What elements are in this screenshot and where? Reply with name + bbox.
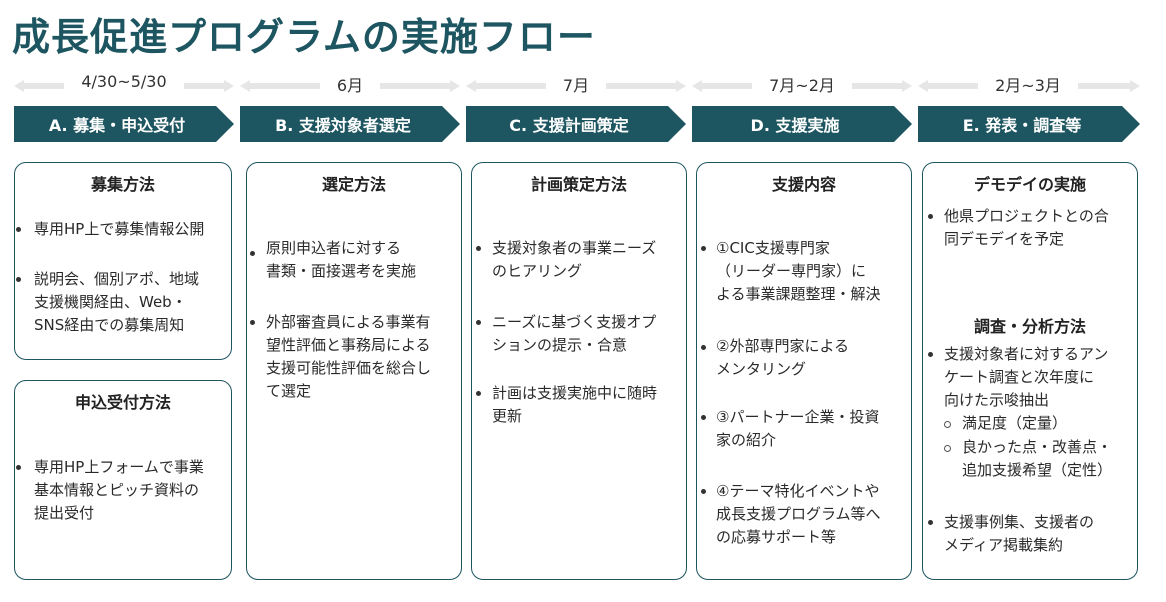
sub-list-item: 良かった点・改善点・ 追加支援希望（定性）: [962, 438, 1113, 479]
list-item: 専用HP上で募集情報公開: [34, 220, 205, 238]
bullet-icon: [701, 489, 706, 494]
list-item: 外部審査員による事業有 望性評価と事務局による 支援可能性評価を総合し て選定: [266, 313, 432, 400]
card-selection-method: 選定方法: [246, 162, 462, 580]
card-title: 支援内容: [771, 175, 836, 194]
bullet-icon: [928, 352, 933, 357]
step-d: D. 支援実施: [692, 106, 912, 142]
step-b: B. 支援対象者選定: [240, 106, 460, 142]
step-a: A. 募集・申込受付: [14, 106, 234, 142]
period-d: 7月~2月: [752, 72, 852, 96]
list-item: ④テーマ特化イベントや 成長支援プログラム等へ の応募サポート等: [716, 482, 881, 546]
list-item: 支援対象者の事業ニーズ のヒアリング: [492, 239, 657, 280]
list-item: ①CIC支援専門家 （リーダー専門家）に よる事業課題整理・解決: [716, 239, 881, 303]
sub-bullet-icon: [944, 421, 951, 428]
list-item: ②外部専門家による メンタリング: [716, 337, 849, 378]
bullet-icon: [476, 246, 481, 251]
card-plan-method: 計画策定方法: [471, 162, 687, 580]
step-e: E. 発表・調査等: [918, 106, 1140, 142]
bullet-icon: [701, 415, 706, 420]
bullet-icon: [16, 227, 21, 232]
step-c: C. 支援計画策定: [466, 106, 686, 142]
list-item: 他県プロジェクトとの合 同デモデイを予定: [944, 207, 1109, 248]
bullet-icon: [16, 277, 21, 282]
card-title: デモデイの実施: [973, 175, 1086, 194]
card-title: 申込受付方法: [74, 393, 171, 412]
list-item: 支援対象者に対するアン ケート調査と次年度に 向けた示唆抽出: [944, 345, 1109, 409]
page-title: 成長促進プログラムの実施フロー: [12, 15, 596, 59]
list-item: 専用HP上フォームで事業 基本情報とピッチ資料の 提出受付: [34, 458, 204, 522]
period-b: 6月: [320, 72, 380, 96]
list-item: ③パートナー企業・投資 家の紹介: [716, 408, 880, 449]
card-application-method: 申込受付方法: [14, 380, 232, 580]
period-a: 4/30~5/30: [64, 72, 184, 91]
card-title: 選定方法: [321, 175, 386, 194]
sub-bullet-icon: [944, 445, 951, 452]
list-item: 計画は支援実施中に随時 更新: [492, 384, 658, 425]
card-recruitment-method: 募集方法: [14, 162, 232, 360]
card-title: 募集方法: [90, 175, 155, 194]
bullet-icon: [476, 391, 481, 396]
card-subtitle: 調査・分析方法: [973, 317, 1086, 336]
bullet-icon: [928, 214, 933, 219]
card-presentation-survey: デモデイの実施 調査・分析方法: [922, 162, 1138, 580]
bullet-icon: [476, 320, 481, 325]
bullet-icon: [250, 251, 255, 256]
list-item: ニーズに基づく支援オプ ションの提示・合意: [492, 313, 657, 354]
sub-list-item: 満足度（定量）: [962, 414, 1068, 432]
list-item: 支援事例集、支援者の メディア掲載集約: [944, 513, 1095, 554]
bullet-icon: [701, 345, 706, 350]
card-title: 計画策定方法: [530, 175, 627, 194]
bullet-icon: [928, 520, 933, 525]
period-e: 2月~3月: [978, 72, 1078, 96]
bullet-icon: [701, 246, 706, 251]
list-item: 原則申込者に対する 書類・面接選考を実施: [266, 239, 417, 280]
card-support-content: 支援内容: [696, 162, 912, 580]
bullet-icon: [250, 320, 255, 325]
bullet-icon: [16, 465, 21, 470]
list-item: 説明会、個別アポ、地域 支援機関経由、Web・ SNS経由での募集周知: [34, 270, 200, 334]
period-c: 7月: [546, 72, 606, 96]
